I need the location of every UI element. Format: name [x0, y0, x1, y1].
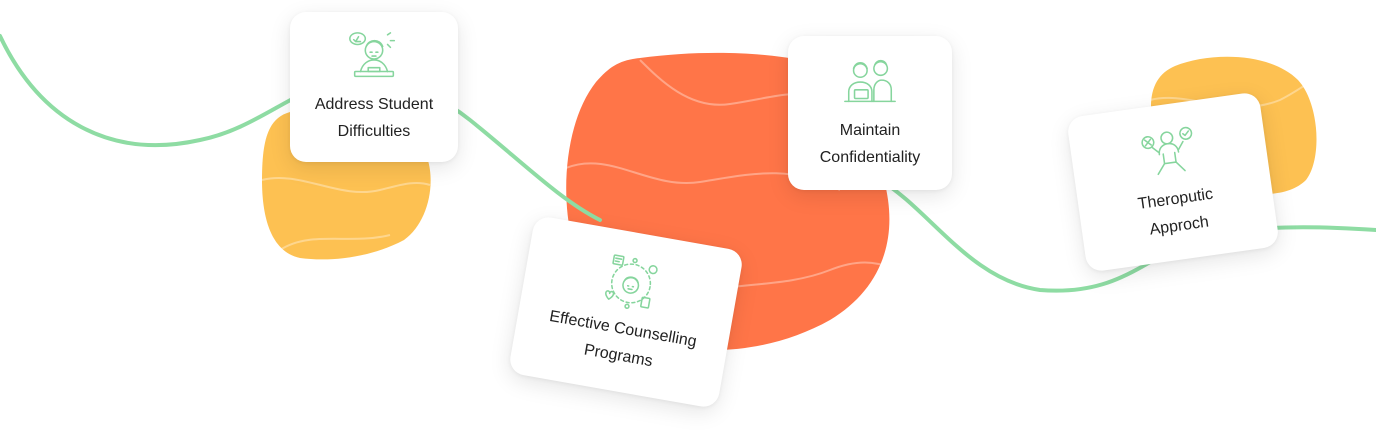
card-effective-counselling-programs[interactable]: Effective Counselling Programs: [507, 214, 745, 410]
card-label: Maintain Confidentiality: [819, 122, 921, 166]
card-label: Effective Counselling Programs: [548, 307, 698, 371]
student-thinking-icon: [349, 32, 396, 78]
card-label: Theroputic Approch: [1136, 185, 1215, 239]
counselling-network-icon: [605, 254, 658, 309]
card-label: Address Student Difficulties: [314, 96, 434, 140]
card-maintain-confidentiality[interactable]: Maintain Confidentiality: [788, 36, 952, 190]
two-people-consultation-icon: [844, 59, 896, 103]
card-address-student-difficulties[interactable]: Address Student Difficulties: [290, 12, 458, 162]
person-choice-icon: [1141, 126, 1193, 176]
card-theroputic-approch[interactable]: Theroputic Approch: [1066, 91, 1280, 273]
